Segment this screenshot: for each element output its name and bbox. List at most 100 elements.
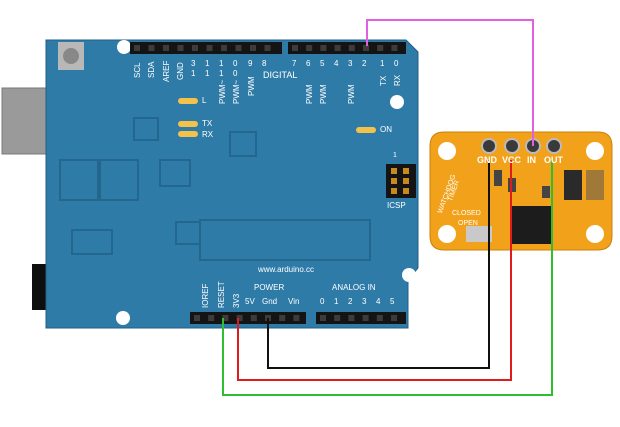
header-pin-hole	[264, 45, 271, 51]
board-chip-outline	[99, 159, 139, 201]
pin-num-0: 0	[394, 59, 399, 68]
icsp-pin	[403, 188, 409, 194]
module-pin-out	[546, 138, 562, 154]
led-rx-label: RX	[202, 130, 214, 139]
header-pin-hole	[235, 45, 242, 51]
pin-num-9: 9	[248, 59, 253, 68]
module-label-gnd: GND	[477, 155, 497, 165]
wire-green	[222, 160, 553, 396]
wire-red	[237, 160, 512, 381]
pin-num-11a: 1	[219, 59, 224, 68]
header-pin-hole	[250, 315, 257, 321]
led-on	[356, 127, 376, 133]
pin-num-10b: 0	[233, 69, 238, 78]
header-pin-hole	[221, 45, 227, 51]
analog-pin-1: 1	[334, 297, 339, 306]
pin-num-11b: 1	[219, 69, 224, 78]
header-pin-hole	[377, 45, 384, 51]
module-label-in: IN	[527, 155, 536, 165]
header-pin-hole	[348, 45, 355, 51]
pwm-label-9: PWM	[247, 76, 256, 96]
header-pin-hole	[222, 315, 229, 321]
analog-group-label: ANALOG IN	[332, 283, 376, 292]
power-pin-vin: Vin	[288, 297, 300, 306]
mounting-hole	[117, 40, 131, 54]
header-pin-hole	[348, 315, 355, 321]
header-pin-hole	[362, 315, 369, 321]
icsp-pin	[391, 178, 397, 184]
icsp-pin	[403, 178, 409, 184]
pin-num-12b: 1	[205, 69, 210, 78]
pin-num-12a: 1	[205, 59, 210, 68]
module-side-label-open: OPEN	[458, 220, 478, 227]
led-tx-label: TX	[202, 119, 213, 128]
pin-num-5: 5	[320, 59, 325, 68]
power-pin-3v3: 3V3	[232, 293, 241, 308]
header-pin-hole	[334, 315, 341, 321]
module-resistor	[494, 170, 502, 186]
pin-label-aref: AREF	[162, 60, 171, 82]
header-pin-hole	[279, 315, 286, 321]
board-chip-outline	[59, 159, 99, 201]
analog-pin-0: 0	[320, 297, 325, 306]
header-pin-hole	[177, 45, 184, 51]
wire-pink	[366, 19, 534, 146]
pin-num-13b: 1	[191, 69, 196, 78]
header-pin-hole	[163, 45, 169, 51]
header-pin-hole	[334, 45, 341, 51]
analog-pin-2: 2	[348, 297, 353, 306]
module-capacitor	[586, 170, 604, 200]
header-pin-hole	[134, 45, 140, 51]
power-header	[190, 312, 306, 324]
icsp-pin	[391, 188, 397, 194]
header-pin-hole	[306, 45, 313, 51]
pin-num-7: 7	[292, 59, 297, 68]
watchdog-module	[429, 131, 613, 251]
icsp-pin	[391, 168, 397, 174]
led-l-label: L	[202, 96, 207, 105]
header-pin-hole	[293, 315, 300, 321]
pin-label-sda: SDA	[147, 61, 156, 78]
pwm-label-11: PWM~	[218, 79, 227, 104]
board-chip-outline	[229, 131, 257, 157]
pwm-label-3: PWM	[347, 84, 356, 104]
analog-pin-4: 4	[376, 297, 381, 306]
pin-num-8: 8	[262, 59, 267, 68]
mounting-hole	[116, 311, 130, 325]
mounting-hole	[402, 268, 416, 282]
power-pin-gnd: Gnd	[262, 297, 278, 306]
module-hole	[438, 225, 456, 243]
module-hole	[586, 142, 604, 160]
module-hole	[438, 142, 456, 160]
header-pin-hole	[148, 45, 155, 51]
icsp-header	[386, 164, 416, 198]
header-pin-hole	[320, 45, 327, 51]
module-side-label-closed: CLOSED	[452, 210, 481, 217]
wire-black	[267, 160, 490, 369]
power-pin-5v: 5V	[245, 297, 255, 306]
pin-label-scl: SCL	[133, 62, 142, 78]
header-pin-hole	[391, 315, 397, 321]
pin-num-10a: 0	[233, 59, 238, 68]
module-hole	[586, 225, 604, 243]
header-pin-hole	[320, 315, 326, 321]
digital-header-right	[288, 42, 406, 54]
pin-num-1: 1	[380, 59, 385, 68]
header-pin-hole	[192, 45, 198, 51]
pin-num-3: 3	[348, 59, 353, 68]
power-pin-reset: RESET	[217, 281, 226, 308]
pwm-label-5: PWM	[319, 84, 328, 104]
led-rx	[178, 131, 198, 137]
analog-pin-5: 5	[390, 297, 395, 306]
pin-num-13a: 3	[191, 59, 196, 68]
rx-label: RX	[393, 74, 402, 86]
module-chip	[512, 206, 552, 244]
module-label-vcc: VCC	[502, 155, 522, 165]
module-chip	[564, 170, 582, 200]
microcontroller-outline	[199, 219, 371, 261]
analog-pin-3: 3	[362, 297, 367, 306]
module-jumper	[466, 226, 492, 242]
pin-num-4: 4	[334, 59, 339, 68]
module-label-out: OUT	[544, 155, 563, 165]
